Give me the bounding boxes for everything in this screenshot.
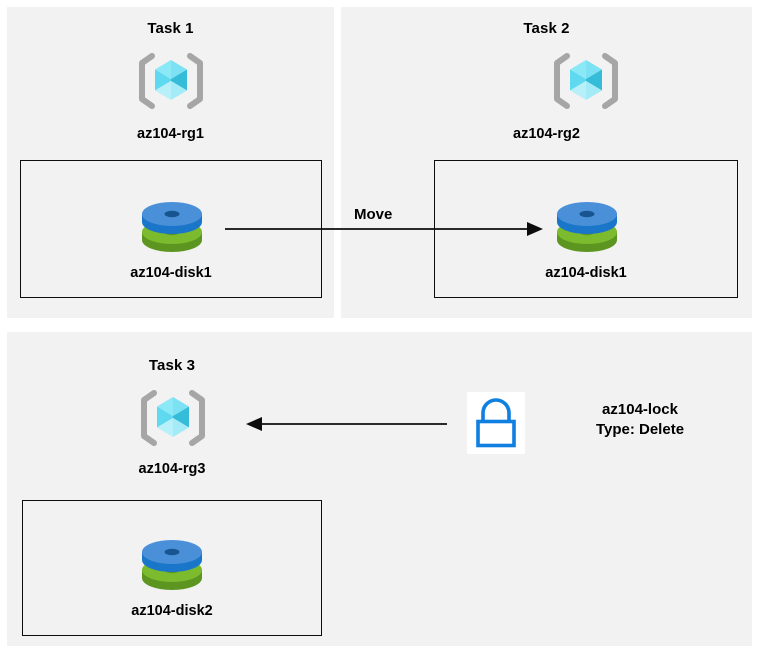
managed-disk-icon xyxy=(551,196,623,258)
lock-type: Type: Delete xyxy=(595,421,685,438)
resource-label: az104-disk2 xyxy=(131,603,213,619)
panel-task2-title: Task 2 xyxy=(523,20,570,37)
panel-task1-title: Task 1 xyxy=(147,20,194,37)
lock-icon xyxy=(467,392,525,454)
resource-group-label: az104-rg1 xyxy=(137,126,204,142)
managed-disk-icon xyxy=(136,196,208,258)
resource-label: az104-disk1 xyxy=(545,265,627,281)
panel-task1 xyxy=(7,7,334,318)
resource-group-label: az104-rg2 xyxy=(513,126,580,142)
panel-task2 xyxy=(341,7,752,318)
resource-label: az104-disk1 xyxy=(130,265,212,281)
managed-disk-icon xyxy=(136,534,208,596)
panel-task3-title: Task 3 xyxy=(148,357,196,374)
move-arrow-label: Move xyxy=(354,206,393,223)
resource-group-label: az104-rg3 xyxy=(138,461,206,477)
resource-group-icon xyxy=(140,388,206,448)
lock-caption: az104-lock Type: Delete xyxy=(540,400,740,440)
panel-task3 xyxy=(7,332,752,646)
lock-name: az104-lock xyxy=(602,401,678,418)
resource-group-icon xyxy=(138,51,204,111)
resource-group-icon xyxy=(553,51,619,111)
resource-container-task3 xyxy=(22,500,322,636)
